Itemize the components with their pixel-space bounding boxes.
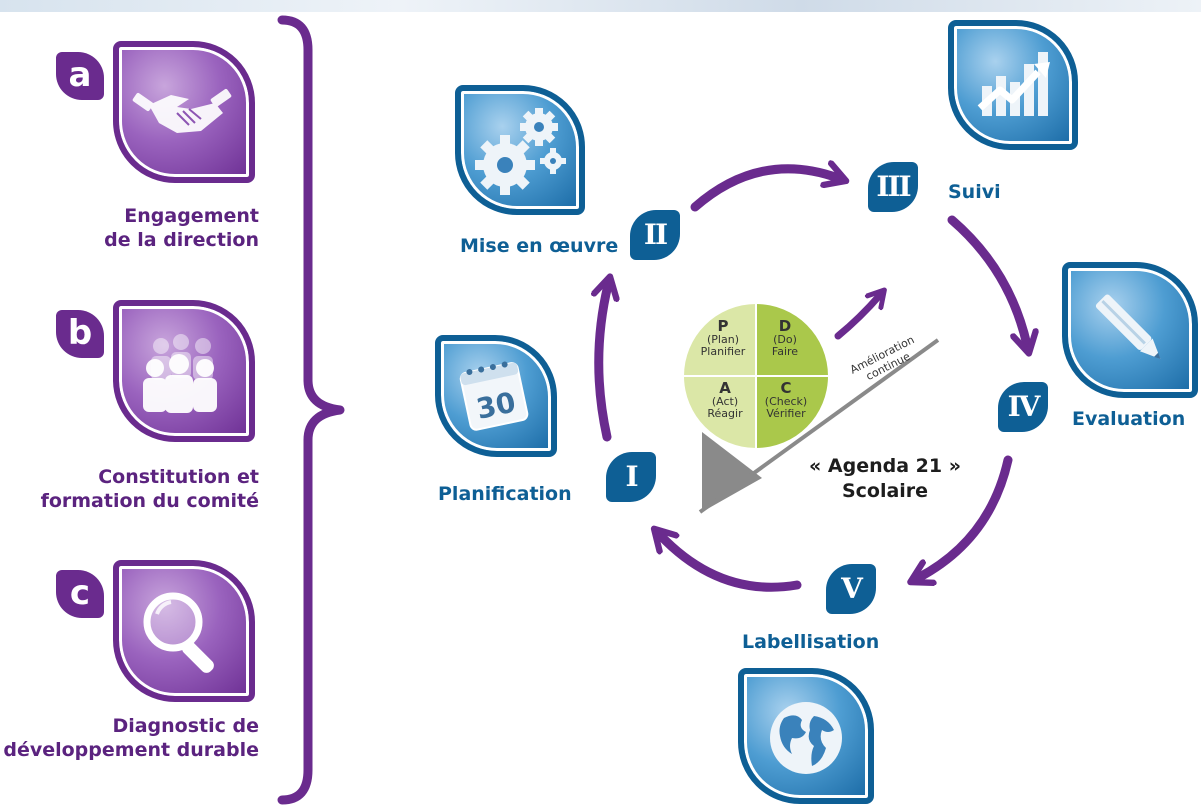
agenda-title-line2: Scolaire <box>841 480 929 502</box>
wedge <box>702 432 762 512</box>
step-c-badge: c <box>56 570 104 618</box>
arrow-evaluation-to-labellisation <box>918 455 1013 578</box>
comite-label-1: Constitution et <box>98 466 259 488</box>
chart-growth-icon <box>977 52 1050 116</box>
pdca-check-text: C (Check) Vérifier <box>756 380 816 420</box>
pdca-plan-quadrant <box>684 304 756 376</box>
pdca-check-quadrant <box>756 376 828 448</box>
step-iii-badge: III <box>868 162 918 212</box>
pdca-do-letter: D <box>778 317 792 335</box>
pencil-icon <box>1095 294 1161 359</box>
pdca-plan-letter: P <box>717 317 729 335</box>
calendar-number: 30 <box>474 386 519 426</box>
diagnostic-tile <box>113 560 255 702</box>
pdca-do-en: (Do) <box>773 333 797 346</box>
magnifier-icon <box>143 592 214 673</box>
pdca-check-en: (Check) <box>764 395 808 408</box>
mise-en-oeuvre-label: Mise en œuvre <box>460 235 619 257</box>
pdca-plan-text: P (Plan) Planifier <box>694 318 752 358</box>
calendar-icon: 30 <box>459 361 529 431</box>
engagement-label-2: de la direction <box>104 229 259 251</box>
arrow-improvement <box>834 295 880 340</box>
improvement-ramp <box>698 338 940 514</box>
mise-en-oeuvre-tile <box>455 85 585 215</box>
curly-brace <box>277 15 345 805</box>
pdca-act-text: A (Act) Réagir <box>698 380 752 420</box>
pdca-check-fr: Vérifier <box>766 407 806 420</box>
arrow-suivi-to-evaluation <box>947 215 1027 345</box>
engagement-tile <box>113 41 255 183</box>
arrow-planification-to-mise <box>599 285 608 442</box>
handshake-icon <box>132 88 232 133</box>
labellisation-tile <box>738 668 874 804</box>
labellisation-label: Labellisation <box>742 631 880 653</box>
comite-tile <box>113 300 255 442</box>
evaluation-label: Evaluation <box>1072 408 1186 430</box>
step-ii-badge: II <box>630 210 680 260</box>
step-i-badge: I <box>606 452 656 502</box>
diagnostic-label-2: développement durable <box>3 739 259 761</box>
arrow-labellisation-to-planification <box>660 535 802 592</box>
engagement-label-1: Engagement <box>124 205 259 227</box>
top-band <box>0 0 1201 12</box>
pdca-act-en: (Act) <box>711 395 739 408</box>
suivi-tile <box>948 20 1078 150</box>
pdca-do-fr: Faire <box>771 345 799 358</box>
suivi-label: Suivi <box>948 181 1001 203</box>
pdca-plan-fr: Planifier <box>700 345 746 358</box>
pdca-act-quadrant <box>684 376 756 448</box>
comite-label-2: formation du comité <box>40 490 259 512</box>
step-iv-badge: IV <box>998 382 1048 432</box>
planification-tile: 30 <box>435 335 557 457</box>
agenda-title-line1: « Agenda 21 » <box>809 455 961 477</box>
agenda-title: « Agenda 21 » Scolaire <box>780 454 990 504</box>
evaluation-tile <box>1062 262 1198 398</box>
pdca-diagram <box>684 304 940 514</box>
gears-icon <box>475 108 566 195</box>
pdca-do-text: D (Do) Faire <box>758 318 812 358</box>
pdca-plan-en: (Plan) <box>707 333 739 346</box>
pdca-check-letter: C <box>780 379 792 397</box>
globe-icon <box>770 702 842 774</box>
arrow-mise-to-suivi <box>690 169 838 212</box>
group-people-icon <box>143 334 217 413</box>
step-b-badge: b <box>56 310 104 358</box>
step-v-badge: V <box>826 564 876 614</box>
diagnostic-label-1: Diagnostic de <box>112 715 259 737</box>
planification-label: Planification <box>438 483 572 505</box>
step-a-badge: a <box>56 52 104 100</box>
pdca-act-letter: A <box>719 379 731 397</box>
pdca-act-fr: Réagir <box>707 407 743 420</box>
pdca-do-quadrant <box>756 304 828 376</box>
